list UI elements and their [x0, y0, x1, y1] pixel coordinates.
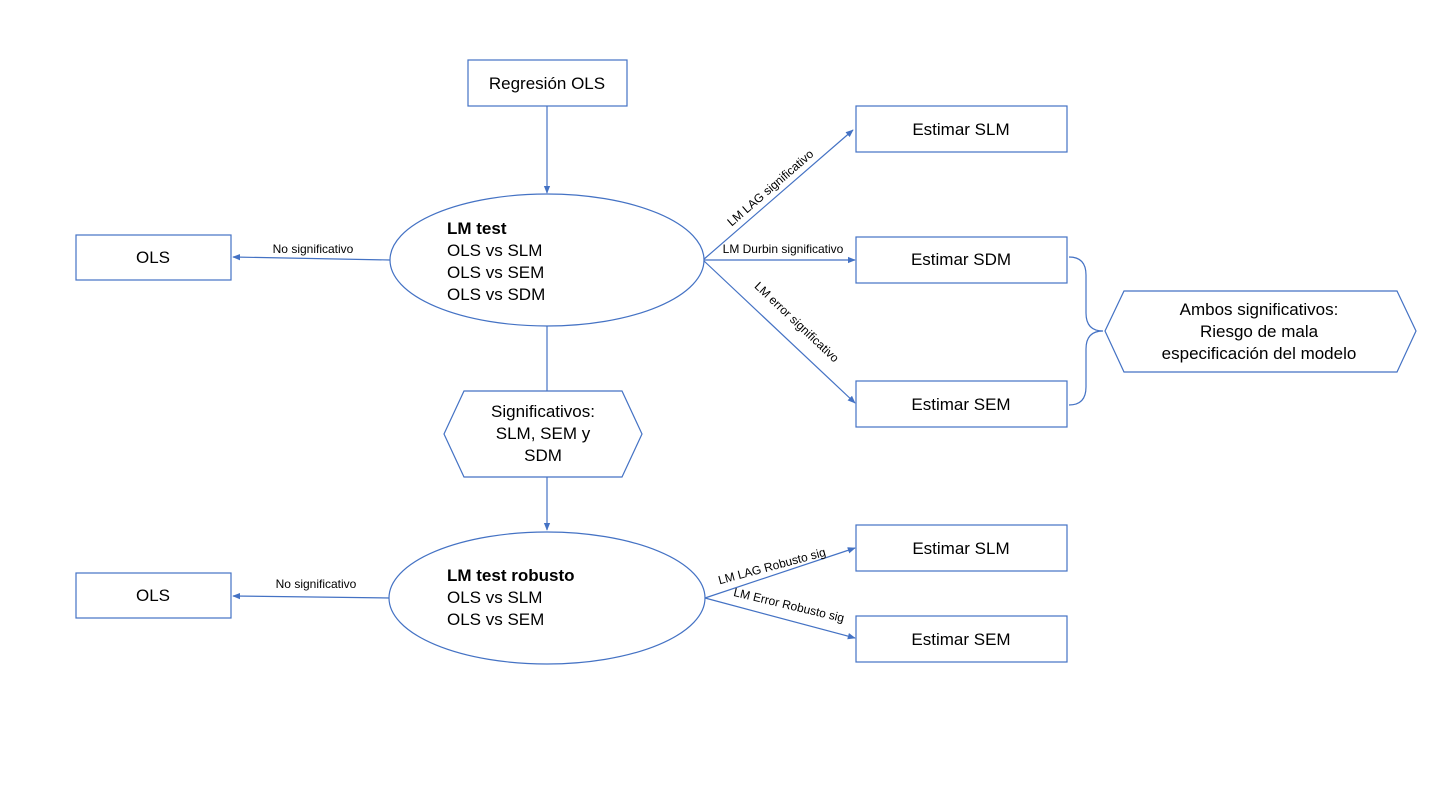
- ols-bottom-node: [75, 572, 232, 619]
- edge-label-error-sig: LM error significativo: [752, 279, 842, 365]
- edge-label-durbin-sig: LM Durbin significativo: [723, 242, 844, 256]
- ambos-node: [1104, 290, 1417, 373]
- ols-top-label: OLS: [136, 248, 170, 267]
- edge-label-no-sig-top: No significativo: [273, 242, 354, 256]
- start-node: [467, 59, 628, 107]
- arrow-lm-robust-to-sem-bottom: [704, 597, 856, 640]
- arrow-lm-test-to-slm-top: [702, 129, 854, 261]
- ambos-line-2: Riesgo de mala: [1200, 322, 1319, 341]
- lm-test-title: LM test: [447, 219, 507, 238]
- lm-test-line-1: OLS vs SLM: [447, 241, 542, 260]
- curly-brace: [1068, 256, 1104, 406]
- sdm-node: [855, 236, 1068, 284]
- edge-label-lag-robust: LM LAG Robusto sig: [717, 545, 828, 587]
- lm-robust-title: LM test robusto: [447, 566, 575, 585]
- significativos-node: [443, 390, 643, 478]
- significativos-line-3: SDM: [524, 446, 562, 465]
- lm-test-line-2: OLS vs SEM: [447, 263, 544, 282]
- significativos-line-1: Significativos:: [491, 402, 595, 421]
- ols-top-node: [75, 234, 232, 281]
- lm-robust-line-2: OLS vs SEM: [447, 610, 544, 629]
- arrow-lm-robust-to-slm-bottom: [704, 547, 856, 599]
- lm-robust-node: [388, 531, 706, 665]
- ols-bottom-label: OLS: [136, 586, 170, 605]
- slm-bottom-label: Estimar SLM: [912, 539, 1009, 558]
- lm-test-node: [389, 193, 705, 327]
- sem-top-node: [855, 380, 1068, 428]
- significativos-line-2: SLM, SEM y: [496, 424, 591, 443]
- edge-label-lag-sig: LM LAG significativo: [724, 147, 816, 229]
- slm-top-node: [855, 105, 1068, 153]
- lm-robust-line-1: OLS vs SLM: [447, 588, 542, 607]
- ambos-line-3: especificación del modelo: [1162, 344, 1357, 363]
- edge-label-no-sig-bottom: No significativo: [276, 577, 357, 591]
- start-node-label: Regresión OLS: [489, 74, 605, 93]
- arrow-lm-test-to-ols-top: [232, 253, 391, 261]
- sem-bottom-label: Estimar SEM: [911, 630, 1010, 649]
- lm-test-line-3: OLS vs SDM: [447, 285, 545, 304]
- slm-top-label: Estimar SLM: [912, 120, 1009, 139]
- sem-top-label: Estimar SEM: [911, 395, 1010, 414]
- edge-label-error-robust: LM Error Robusto sig: [732, 585, 846, 625]
- sem-bottom-node: [855, 615, 1068, 663]
- arrow-lm-test-to-sem-top: [702, 259, 856, 404]
- slm-bottom-node: [855, 524, 1068, 572]
- arrow-lm-robust-to-ols-bottom: [232, 592, 391, 600]
- sdm-label: Estimar SDM: [911, 250, 1011, 269]
- ambos-line-1: Ambos significativos:: [1180, 300, 1339, 319]
